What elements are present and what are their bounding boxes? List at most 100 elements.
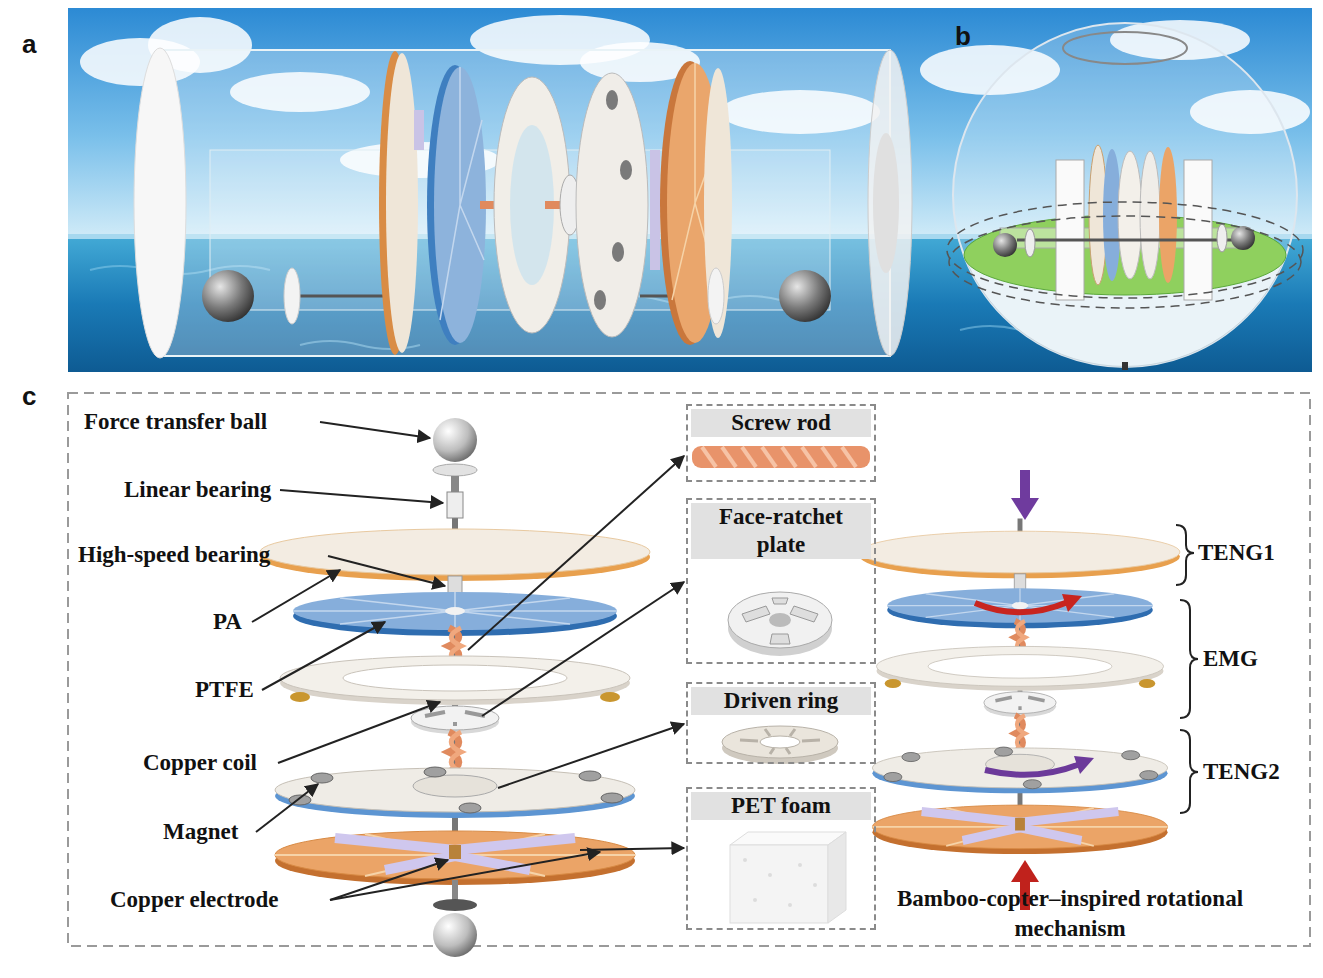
inset-illustrations-part-part (702, 447, 716, 467)
inset-illustrations-part (769, 613, 791, 627)
sphere-device-part (1017, 239, 1232, 242)
leader-lines-part (280, 490, 443, 503)
leader-lines-part (252, 570, 340, 622)
exploded-stack-part (343, 665, 567, 691)
stack-end-parts-part (433, 899, 477, 911)
inset-box: Screw rod (686, 404, 876, 482)
cylinder-device-part (704, 68, 732, 338)
motion-arrows-part (1020, 470, 1030, 500)
cylinder-device-part (873, 133, 899, 273)
cylinder-device-part (202, 270, 254, 322)
motion-arrows-part (985, 764, 1080, 775)
sphere-device (947, 23, 1303, 370)
part-label: PTFE (195, 676, 254, 704)
leader-lines-part (498, 724, 684, 788)
exploded-stack-part-part (424, 767, 446, 777)
leader-lines-part (256, 784, 318, 832)
stack-end-parts-part (433, 418, 477, 462)
exploded-stack-part-part (385, 856, 455, 870)
cylinder-device-part (300, 295, 390, 298)
exploded-stack-part-part (311, 773, 333, 783)
exploded-stack-part (293, 592, 617, 630)
inset-illustrations-part-part (782, 447, 796, 467)
inset-illustrations-part-part (743, 858, 747, 862)
sphere-device-part (993, 233, 1017, 257)
sphere-device-part (1025, 229, 1035, 257)
part-label: Copper electrode (110, 886, 278, 914)
exploded-stack-part (445, 607, 465, 615)
inset-illustrations-part-part (842, 447, 856, 467)
stack-end-parts-part (433, 464, 477, 476)
module-label: TENG1 (1198, 539, 1275, 567)
inset-box: PET foam (686, 787, 876, 930)
cylinder-device-part (650, 150, 660, 270)
cylinder-device-part (779, 270, 831, 322)
leader-lines-part (482, 582, 684, 716)
inset-illustrations-part (730, 832, 846, 845)
leader-lines-part (468, 456, 684, 650)
exploded-stack-part (451, 732, 461, 772)
sphere-device-part (947, 202, 1303, 298)
inset-illustrations-part-part (798, 863, 802, 867)
inset-illustrations-part (743, 858, 817, 907)
leader-lines-part (328, 556, 445, 586)
exploded-stack (260, 515, 650, 885)
brackets-part (1180, 600, 1198, 718)
motion-arrows-part (1062, 594, 1082, 612)
part-label: PA (213, 608, 242, 636)
cylinder-device-part (134, 48, 186, 358)
part-label: Magnet (163, 818, 238, 846)
working-stack (860, 519, 1180, 855)
panel-letter: c (22, 382, 36, 410)
sphere-device-part (953, 23, 1297, 367)
exploded-stack-part (290, 692, 310, 702)
inset-illustrations-part-part (813, 883, 817, 887)
cylinder-device-part-part (612, 242, 624, 262)
part-label: Force transfer ball (84, 408, 267, 436)
inset-illustrations (692, 446, 870, 923)
leader-lines-part (320, 422, 430, 438)
inset-illustrations-part-part (772, 598, 788, 604)
inset-illustrations-part-part (802, 447, 816, 467)
exploded-stack-part (335, 838, 575, 870)
cylinder-device-part-part (606, 90, 618, 110)
leader-lines-part (330, 852, 600, 900)
sphere-device-part (1159, 147, 1177, 283)
exploded-stack-part-part (459, 803, 481, 813)
inset-illustrations-part (828, 832, 846, 923)
leader-lines-part (278, 702, 440, 763)
stack-end-parts-part (447, 492, 463, 518)
sphere-device-part (1184, 160, 1212, 300)
mechanism-caption: Bamboo-copter–inspired rotational mechan… (895, 884, 1245, 944)
exploded-stack-part-part (335, 838, 455, 850)
part-label: High-speed bearing (78, 541, 270, 569)
exploded-stack-part (289, 767, 623, 813)
sphere-device-part (1122, 362, 1128, 370)
exploded-stack-part (449, 845, 461, 859)
inset-illustrations-part-part (762, 447, 776, 467)
ocean-scene (68, 8, 1312, 372)
cylinder-device-part (414, 110, 424, 150)
cylinder-device-part (868, 50, 912, 356)
module-label: EMG (1203, 645, 1258, 673)
inset-illustrations-part (692, 446, 870, 468)
sphere-device-part (949, 216, 1301, 308)
inset-illustrations-part-part (768, 873, 772, 877)
cylinder-device-part (160, 50, 890, 356)
exploded-stack-part (293, 592, 617, 630)
inset-illustrations-part-part (790, 606, 818, 622)
inset-illustrations-part (722, 726, 838, 758)
sphere-device-part (1118, 151, 1142, 279)
inset-illustrations-part (740, 729, 820, 754)
sphere-device-part (1140, 151, 1160, 279)
cylinder-device-part (386, 53, 418, 353)
inset-illustrations-part (728, 592, 832, 648)
motion-arrows-part (1011, 860, 1039, 882)
leader-lines-part (262, 622, 385, 690)
sphere-device-part (1217, 224, 1227, 252)
exploded-stack-part (411, 706, 499, 730)
inset-illustrations-part (742, 598, 818, 644)
inset-illustrations-part-part (742, 606, 770, 622)
part-label: Linear bearing (124, 476, 271, 504)
